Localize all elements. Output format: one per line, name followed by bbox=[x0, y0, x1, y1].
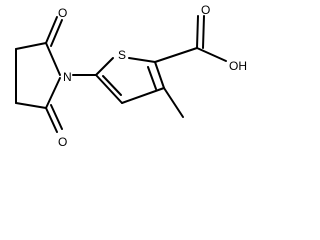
bond-ctop-o-1 bbox=[45, 16, 58, 44]
carboxyl-oxygen-label: O bbox=[201, 3, 210, 17]
ring-oxygen-bottom-label: O bbox=[58, 135, 67, 149]
bond-ctop-ch2 bbox=[15, 42, 47, 50]
bond-cbottom-o-1 bbox=[45, 107, 58, 133]
bond-c2-carboxyl bbox=[154, 47, 198, 63]
bond-carboxyl-hydroxyl bbox=[196, 47, 227, 62]
bond-c5-s bbox=[95, 57, 114, 76]
bond-c2-c3-2 bbox=[147, 66, 157, 90]
atom-labels: O O N S O OH bbox=[58, 3, 247, 149]
thiophene-sulfur-label: S bbox=[118, 48, 126, 62]
bond-carboxyl-oxygen-1 bbox=[196, 15, 199, 49]
bond-s-c2 bbox=[128, 57, 156, 63]
bond-ctop-o-2 bbox=[50, 19, 63, 47]
bond-c3-c4 bbox=[121, 87, 165, 104]
ring-oxygen-top-label: O bbox=[58, 6, 67, 20]
bond-c3-methyl bbox=[163, 87, 184, 118]
chemical-structure-diagram: O O N S O OH bbox=[15, 3, 247, 149]
bond-c2-c3-1 bbox=[154, 61, 165, 89]
bond-c4-c5-2 bbox=[102, 75, 122, 96]
bond-c4-c5-1 bbox=[95, 74, 123, 104]
bond-n-ctop bbox=[45, 42, 61, 76]
bond-cbottom-o-2 bbox=[50, 104, 63, 130]
bonds bbox=[15, 15, 227, 133]
bond-carboxyl-oxygen-2 bbox=[202, 15, 205, 49]
carboxyl-hydroxyl-label: OH bbox=[229, 59, 247, 73]
bond-ch2-cbottom bbox=[15, 102, 47, 109]
bond-cbottom-n bbox=[45, 77, 61, 109]
imide-nitrogen-label: N bbox=[63, 70, 72, 84]
